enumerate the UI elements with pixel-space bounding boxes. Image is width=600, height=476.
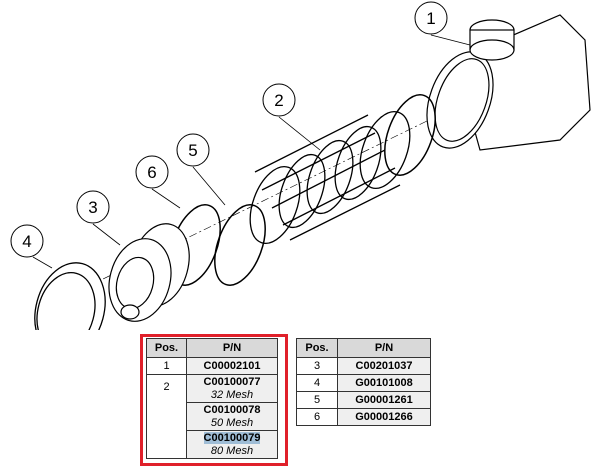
filter-exploded-view: 1 2 3 4 5 6 (10, 1, 591, 330)
callout-1: 1 (414, 1, 448, 35)
svg-text:6: 6 (147, 163, 156, 182)
seal-5-part (214, 204, 266, 286)
header-pos: Pos. (146, 338, 187, 358)
mesh-size: 32 Mesh (210, 388, 254, 401)
callout-6: 6 (135, 155, 169, 189)
svg-text:1: 1 (426, 9, 435, 28)
selected-part-number[interactable]: C00100079 (203, 431, 261, 444)
svg-text:4: 4 (22, 232, 31, 251)
highlight-box (140, 334, 288, 466)
cover-part (108, 223, 190, 322)
header-pn: P/N (186, 338, 278, 358)
mesh-size: 80 Mesh (210, 444, 254, 457)
callout-3: 3 (76, 190, 110, 224)
callout-2: 2 (262, 83, 296, 117)
svg-text:5: 5 (188, 141, 197, 160)
header-pos: Pos. (296, 338, 338, 358)
callout-4: 4 (10, 224, 44, 258)
leader-lines (32, 34, 471, 269)
mesh-size: 50 Mesh (210, 416, 254, 429)
svg-text:3: 3 (88, 198, 97, 217)
callouts: 1 2 3 4 5 6 (10, 1, 448, 258)
ring-nut-part (34, 262, 106, 330)
o-ring-part (384, 94, 436, 176)
header-pn: P/N (337, 338, 431, 358)
screen-part (249, 111, 411, 244)
callout-5: 5 (176, 133, 210, 167)
svg-text:2: 2 (274, 91, 283, 110)
part-number: C00100077 (203, 375, 261, 388)
part-number: C00100078 (203, 403, 261, 416)
housing-part (426, 14, 591, 151)
